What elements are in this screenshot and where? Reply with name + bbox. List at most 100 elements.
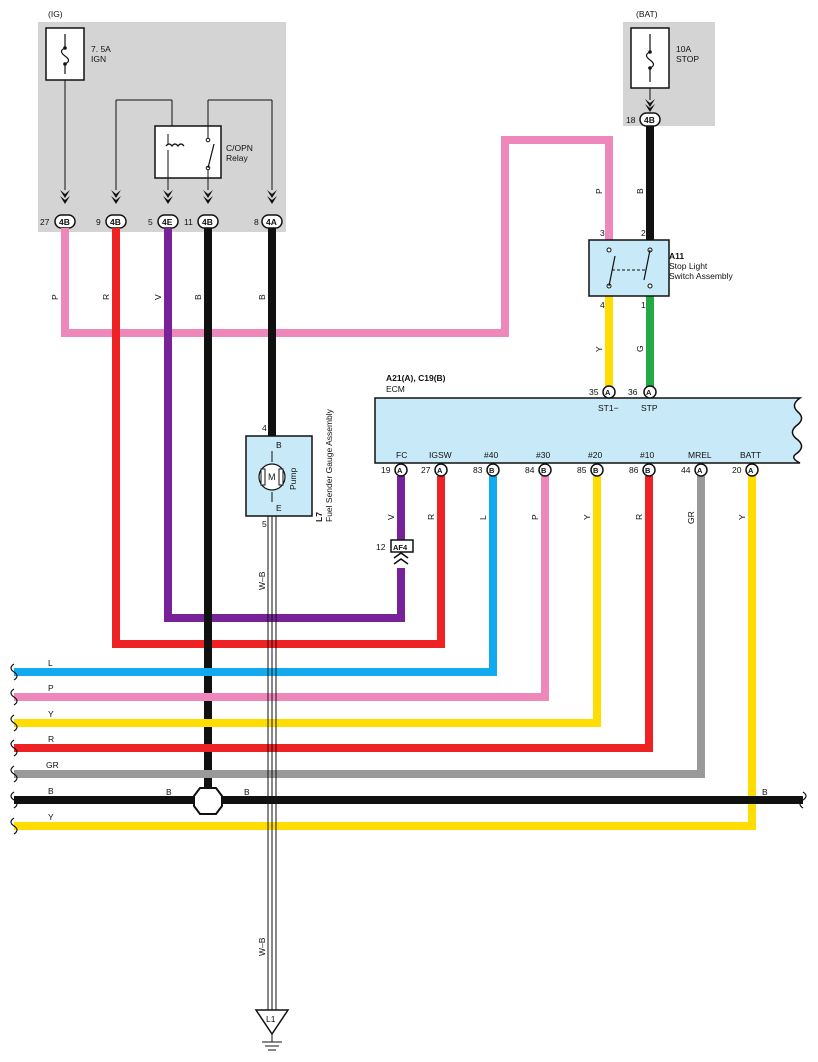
bus-label-y1: Y bbox=[48, 709, 54, 719]
cop-relay-icon bbox=[154, 125, 222, 179]
svg-text:27: 27 bbox=[421, 465, 431, 475]
svg-text:B: B bbox=[593, 466, 599, 475]
svg-text:P: P bbox=[594, 188, 604, 194]
svg-text:84: 84 bbox=[525, 465, 535, 475]
splice-node bbox=[193, 787, 223, 815]
switch-pin-3: 3 bbox=[600, 228, 605, 238]
wire-pink-bus bbox=[14, 476, 549, 701]
ig-box: (IG) 7. 5A IGN C/OPN bbox=[38, 9, 286, 232]
svg-text:A: A bbox=[697, 466, 703, 475]
wire-gray-bus bbox=[14, 476, 705, 778]
svg-text:B: B bbox=[645, 466, 651, 475]
svg-text:86: 86 bbox=[629, 465, 639, 475]
svg-text:B: B bbox=[635, 188, 645, 194]
bus-label-gr: GR bbox=[46, 760, 59, 770]
cop-relay-word: Relay bbox=[226, 153, 248, 163]
ecm-pin-86: B 86 bbox=[629, 463, 656, 477]
svg-text:B: B bbox=[541, 466, 547, 475]
bus-label-l: L bbox=[48, 658, 53, 668]
pump-label: Pump bbox=[288, 468, 298, 490]
ecm-label-40: #40 bbox=[484, 450, 498, 460]
wire-pink-ig27 bbox=[61, 136, 613, 337]
ig-pin-11: 4B 11 bbox=[184, 214, 219, 229]
svg-text:Y: Y bbox=[737, 514, 747, 520]
wires bbox=[14, 126, 803, 830]
svg-text:4B: 4B bbox=[59, 217, 70, 227]
ecm-code: A21(A), C19(B) bbox=[386, 373, 446, 383]
stop-fuse-amp: 10A bbox=[676, 44, 691, 54]
svg-text:4B: 4B bbox=[110, 217, 121, 227]
ecm-label-igsw: IGSW bbox=[429, 450, 452, 460]
pump-term-top: B bbox=[276, 440, 282, 450]
wire-red-ig9 bbox=[112, 228, 445, 648]
ecm-label-mrel: MREL bbox=[688, 450, 712, 460]
ecm-pin-35: A 35 ST1− bbox=[589, 385, 619, 413]
ecm-pin-44: A 44 bbox=[681, 463, 708, 477]
pump-pin-top: 4 bbox=[262, 423, 267, 433]
stop-light-switch: 3 2 4 1 A11 Stop Light Switch Assembly bbox=[588, 228, 734, 310]
svg-text:G: G bbox=[635, 345, 645, 352]
switch-name-2: Switch Assembly bbox=[669, 271, 734, 281]
svg-text:4A: 4A bbox=[266, 217, 277, 227]
svg-text:Y: Y bbox=[594, 346, 604, 352]
svg-text:9: 9 bbox=[96, 217, 101, 227]
wire-blue-bus bbox=[14, 476, 497, 676]
ecm-pin-83: B 83 bbox=[473, 463, 500, 477]
ig-box-title: (IG) bbox=[48, 9, 63, 19]
svg-text:4E: 4E bbox=[162, 217, 173, 227]
svg-text:AF4: AF4 bbox=[393, 543, 408, 552]
ground-l1: L1 bbox=[254, 1009, 290, 1051]
svg-text:B: B bbox=[257, 294, 267, 300]
svg-text:A: A bbox=[748, 466, 754, 475]
ig-pin-27: 4B 27 bbox=[40, 214, 76, 229]
svg-text:85: 85 bbox=[577, 465, 587, 475]
wire-yellow-bus-1 bbox=[14, 476, 601, 727]
ign-fuse-name: IGN bbox=[91, 54, 106, 64]
svg-text:44: 44 bbox=[681, 465, 691, 475]
switch-name-1: Stop Light bbox=[669, 261, 708, 271]
svg-text:STP: STP bbox=[641, 403, 658, 413]
bus-label-b: B bbox=[48, 786, 54, 796]
switch-pin-4: 4 bbox=[600, 300, 605, 310]
svg-text:R: R bbox=[101, 294, 111, 300]
bat-box-title: (BAT) bbox=[636, 9, 658, 19]
svg-text:20: 20 bbox=[732, 465, 742, 475]
ecm-label-batt: BATT bbox=[740, 450, 761, 460]
svg-text:A: A bbox=[437, 466, 443, 475]
svg-text:A: A bbox=[605, 388, 611, 397]
ecm-pin-27: A 27 bbox=[421, 463, 448, 477]
switch-pin-2: 2 bbox=[641, 228, 646, 238]
bat-box: (BAT) 10A STOP 4B 18 bbox=[623, 9, 715, 127]
ecm-pin-36: A 36 STP bbox=[628, 385, 658, 413]
svg-text:ST1−: ST1− bbox=[598, 403, 619, 413]
ig-pin-8: 4A 8 bbox=[254, 214, 283, 229]
bus-ends-left bbox=[10, 663, 807, 835]
pump-code: L7 bbox=[314, 512, 324, 522]
svg-text:GR: GR bbox=[686, 511, 696, 524]
svg-text:36: 36 bbox=[628, 387, 638, 397]
svg-text:A: A bbox=[646, 388, 652, 397]
bus-label-p: P bbox=[48, 683, 54, 693]
svg-text:B: B bbox=[166, 787, 172, 797]
fuel-pump: 4 B 5 E M Pump L7 Fuel Sender Gauge Asse… bbox=[245, 408, 334, 529]
svg-text:8: 8 bbox=[254, 217, 259, 227]
ecm-label-30: #30 bbox=[536, 450, 550, 460]
svg-text:P: P bbox=[530, 514, 540, 520]
svg-text:B: B bbox=[762, 787, 768, 797]
cop-relay-name: C/OPN bbox=[226, 143, 253, 153]
connector-af4: AF4 12 bbox=[376, 539, 414, 565]
svg-text:5: 5 bbox=[148, 217, 153, 227]
svg-text:V: V bbox=[153, 294, 163, 300]
ign-fuse-amp: 7. 5A bbox=[91, 44, 111, 54]
svg-text:Y: Y bbox=[582, 514, 592, 520]
svg-text:B: B bbox=[193, 294, 203, 300]
ecm-label-10: #10 bbox=[640, 450, 654, 460]
pump-motor-letter: M bbox=[268, 472, 276, 482]
svg-text:18: 18 bbox=[626, 115, 636, 125]
ecm-label-fc: FC bbox=[396, 450, 407, 460]
svg-text:P: P bbox=[50, 294, 60, 300]
svg-text:B: B bbox=[244, 787, 250, 797]
ecm-label-20: #20 bbox=[588, 450, 602, 460]
svg-text:35: 35 bbox=[589, 387, 599, 397]
